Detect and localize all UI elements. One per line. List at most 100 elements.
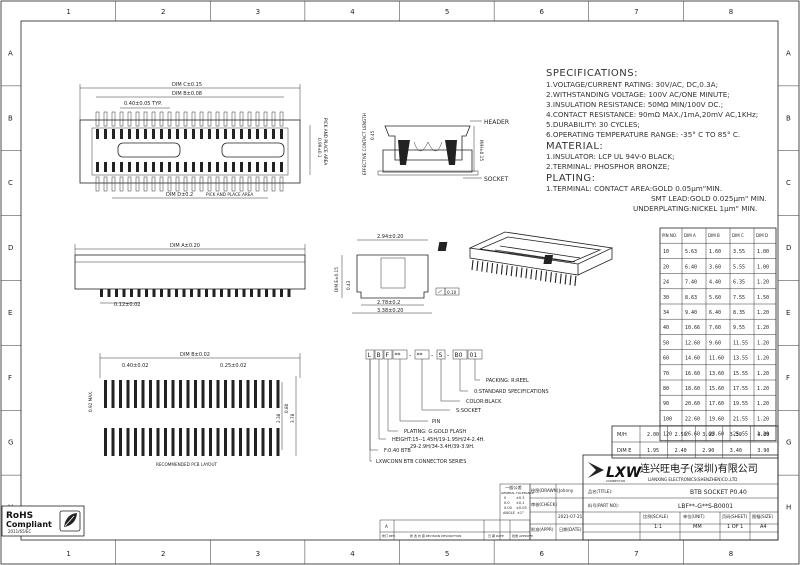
grid-column-label: 3 — [256, 8, 260, 16]
iso-pin — [535, 269, 538, 280]
pcb-pad-lower — [141, 428, 145, 456]
spec-line: 2.WITHSTANDING VOLTAGE: 100V AC/ONE MINU… — [546, 90, 730, 99]
height-table-cell: 2.50 — [675, 432, 687, 438]
top-contact-lower — [224, 162, 227, 172]
dim-c-label: DIM C±0.15 — [172, 82, 202, 88]
grid-row-label: C — [786, 179, 791, 187]
pn-char: ** — [417, 352, 423, 359]
top-pin-lower — [103, 176, 108, 192]
top-pin-lower — [255, 176, 260, 192]
pcb-pads — [104, 380, 280, 456]
drawn-by: Johnny — [558, 488, 574, 493]
top-contact-upper — [176, 129, 179, 139]
pn-leader — [387, 359, 398, 432]
front-pin — [280, 289, 283, 297]
pn-dash: - — [409, 352, 411, 359]
top-view-pins — [95, 111, 284, 192]
height-table-label: M/H — [617, 432, 627, 438]
pin-table-cell: 3.55 — [733, 249, 745, 255]
pin-table-cell: 1.20 — [757, 416, 769, 422]
top-pin-lower — [159, 176, 164, 192]
top-contact-upper — [112, 129, 115, 139]
pcb-pad-lower — [216, 428, 220, 456]
rohs-badge: RoHS Compliant 2011/65/EC — [1, 505, 85, 537]
iso-pin — [530, 269, 533, 280]
pcb-pad-upper — [186, 380, 190, 408]
top-pin-upper — [279, 111, 284, 127]
pin-table-cell: 1.60 — [709, 249, 721, 255]
top-pin-lower — [119, 176, 124, 192]
pcb-pad-lower — [201, 428, 205, 456]
pin-table-cell: 1.20 — [757, 401, 769, 407]
pn-annotation: PACKING: R:REEL — [486, 378, 529, 384]
spec-line: 3.INSULATION RESISTANCE: 50MΩ MIN/100V D… — [546, 100, 723, 109]
pin-table-cell: 1.20 — [757, 310, 769, 316]
top-pin-lower — [231, 176, 236, 192]
pcb-pad-lower — [269, 428, 272, 456]
rohs-line3: 2011/65/EC — [8, 529, 31, 534]
pcb-pad-upper — [141, 380, 145, 408]
pn-char: B — [377, 352, 381, 359]
rev-col: 批准 APPROVE — [512, 533, 533, 538]
pn-char: F — [386, 352, 390, 359]
top-contact-lower — [168, 162, 171, 172]
rohs-line2: Compliant — [6, 520, 52, 529]
top-pin-lower — [199, 176, 204, 192]
top-contact-lower — [232, 162, 235, 172]
top-pin-lower — [175, 176, 180, 192]
pin-table-cell: 11.60 — [709, 356, 724, 362]
top-pin-upper — [207, 111, 212, 127]
pin-table-header: PIN NO. — [662, 233, 677, 238]
front-view-body — [74, 254, 306, 290]
right-dim-label: 0.99±0.1 — [317, 138, 322, 158]
grid-column-label: 4 — [350, 550, 355, 558]
pin-table-cell: 18.60 — [685, 386, 700, 392]
pin-table-cell: 20.60 — [685, 401, 700, 407]
pcb-pad-upper — [111, 380, 115, 408]
grid-column-label: 2 — [161, 550, 165, 558]
front-view-pins — [100, 289, 291, 297]
grid-row-label: B — [8, 114, 13, 122]
height-table-cell: 2.00 — [647, 432, 659, 438]
top-pin-upper — [191, 111, 196, 127]
spec-line: 4.CONTACT RESISTANCE: 90mΩ MAX./1mA,20mV… — [546, 110, 758, 119]
pn-leader — [369, 359, 372, 462]
iso-view-pins — [471, 259, 577, 287]
pick-place-label: PICK AND PLACE AREA — [206, 192, 253, 197]
top-contact-lower — [200, 162, 203, 172]
pin-table-cell: 7.60 — [709, 325, 721, 331]
top-contact-lower — [184, 162, 187, 172]
end-view: 2.94±0.20 DIM E±0.15 0.43 2.78±0.2 3.38±… — [334, 234, 460, 314]
end-height-label: DIM E±0.15 — [334, 267, 339, 292]
top-pin-lower — [183, 176, 188, 192]
top-pin-upper — [111, 111, 116, 127]
side-view: HEADER SOCKET EFFECTIVE CONTACT LENGTH 0… — [362, 113, 509, 183]
top-view-slot-left — [117, 142, 181, 158]
pin-table-cell: 26.60 — [685, 432, 700, 438]
plating-line: 1.TERMINAL: CONTACT AREA:GOLD 0.05μm"MIN… — [546, 184, 722, 193]
pn-dash: - — [447, 352, 449, 359]
right-pick-label: PICK AND PLACE AREA — [323, 118, 328, 165]
pin-table-cell: 34 — [663, 310, 669, 316]
top-pin-lower — [239, 176, 244, 192]
top-pin-upper — [135, 111, 140, 127]
pin-table-cell: 8.35 — [733, 310, 745, 316]
pn-char: 01 — [470, 352, 478, 359]
pcb-pad-lower — [179, 428, 182, 456]
top-pin-upper — [151, 111, 156, 127]
height-table-cell: 3.50 — [730, 432, 742, 438]
top-pin-upper — [263, 111, 268, 127]
tol-line: ±1° — [517, 511, 524, 515]
pcb-layout: DIM B±0.02 0.40±0.02 0.25±0.02 0.92 MAX.… — [88, 352, 301, 467]
iso-pin — [559, 273, 562, 284]
pin-table-cell: 19.60 — [709, 416, 724, 422]
pcb-pad-lower — [104, 428, 107, 456]
company-en: LIANXING ELECTRONICS(SHENZHEN)CO.,LTD — [648, 477, 737, 482]
pcb-pad-width: 0.25±0.02 — [220, 363, 246, 369]
top-contact-upper — [152, 129, 155, 139]
pcb-pad-lower — [224, 428, 227, 456]
company-logo: LXW CONNECTOR — [588, 462, 642, 483]
lead-dim-label: 0.12±0.02 — [114, 302, 140, 308]
